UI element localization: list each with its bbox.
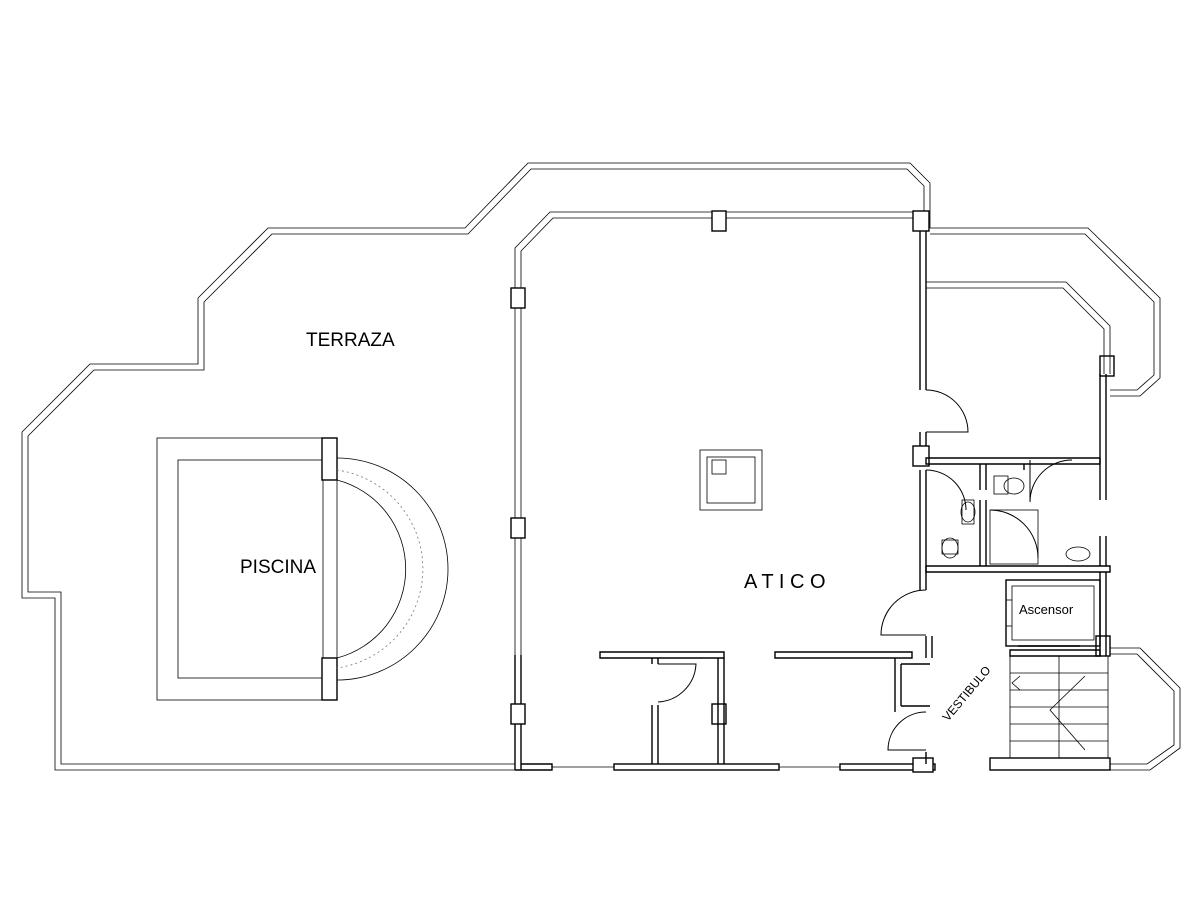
bathroom [925, 281, 1111, 573]
skylight [699, 449, 763, 511]
atico-walls [514, 211, 936, 771]
label-terraza: TERRAZA [306, 330, 395, 351]
elevator [1005, 572, 1107, 656]
label-vestibulo: VESTIBULO [940, 663, 994, 724]
terrace-parapet [21, 162, 1181, 771]
label-atico: A T I C O [744, 571, 826, 593]
columns [510, 210, 1115, 773]
door-swings [880, 389, 1073, 751]
interior-partitions [599, 636, 933, 764]
label-piscina: PISCINA [240, 557, 316, 578]
label-ascensor: Ascensor [1019, 602, 1074, 617]
pool [156, 437, 449, 701]
staircase [989, 649, 1111, 771]
